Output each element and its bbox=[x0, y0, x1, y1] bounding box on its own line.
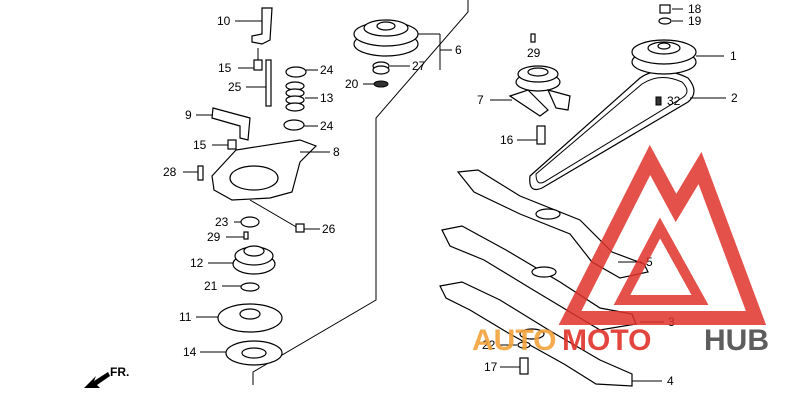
callout-26: 26 bbox=[322, 222, 336, 236]
callout-24-lower: 24 bbox=[320, 119, 334, 133]
callout-32: 32 bbox=[667, 94, 681, 108]
blade-4 bbox=[439, 281, 662, 387]
callout-22: 22 bbox=[482, 338, 496, 352]
lockwasher-14 bbox=[200, 340, 283, 366]
nut-18 bbox=[659, 4, 683, 14]
bracket-10 bbox=[235, 7, 273, 45]
bolt-15-lower bbox=[212, 139, 237, 150]
washer-19 bbox=[658, 17, 683, 25]
callout-17: 17 bbox=[484, 360, 498, 374]
clip-29-left bbox=[226, 231, 249, 240]
front-direction-arrow bbox=[84, 372, 110, 388]
washer-23 bbox=[234, 216, 260, 228]
watermark-text-auto: AUTO bbox=[472, 324, 556, 357]
bolt-16 bbox=[517, 125, 546, 145]
callout-24-upper: 24 bbox=[320, 63, 334, 77]
callout-6: 6 bbox=[455, 43, 462, 57]
watermark-logo bbox=[558, 144, 767, 325]
callout-18: 18 bbox=[688, 2, 702, 16]
bolt-15-upper bbox=[238, 48, 263, 71]
disc-11 bbox=[196, 303, 283, 333]
pin-28 bbox=[183, 165, 204, 181]
callout-2: 2 bbox=[731, 91, 738, 105]
callout-20: 20 bbox=[345, 77, 359, 91]
washer-24-upper bbox=[285, 66, 318, 78]
clip-29-right bbox=[530, 33, 536, 43]
callout-5: 5 bbox=[646, 255, 653, 269]
washer-22 bbox=[500, 341, 531, 349]
group-boundary bbox=[252, 0, 469, 385]
callout-15-upper: 15 bbox=[218, 61, 232, 75]
bolt-26 bbox=[249, 199, 320, 233]
pulley-6 bbox=[353, 19, 452, 70]
key-32 bbox=[655, 96, 662, 106]
callout-14: 14 bbox=[183, 345, 197, 359]
pulley-1 bbox=[631, 39, 724, 75]
spring-27 bbox=[372, 61, 410, 75]
callout-8: 8 bbox=[333, 145, 340, 159]
washer-24-lower bbox=[283, 119, 318, 131]
callout-19: 19 bbox=[688, 14, 702, 28]
callout-15-lower: 15 bbox=[193, 138, 207, 152]
callout-10: 10 bbox=[217, 14, 231, 28]
callout-1: 1 bbox=[730, 49, 737, 63]
callout-16: 16 bbox=[500, 133, 514, 147]
callout-25: 25 bbox=[228, 80, 242, 94]
callout-4: 4 bbox=[667, 374, 674, 388]
pulley-12 bbox=[208, 245, 276, 275]
callout-12: 12 bbox=[190, 256, 204, 270]
watermark-text-moto: MOTO bbox=[562, 324, 651, 357]
rod-25 bbox=[246, 59, 272, 107]
callout-13: 13 bbox=[320, 91, 334, 105]
callout-9: 9 bbox=[185, 108, 192, 122]
watermark-text-hub: HUB bbox=[704, 324, 769, 357]
callout-23: 23 bbox=[215, 215, 229, 229]
bolt-17 bbox=[500, 357, 529, 375]
callout-27: 27 bbox=[412, 59, 426, 73]
callout-29-right: 29 bbox=[527, 46, 541, 60]
direction-label: FR. bbox=[110, 365, 129, 379]
callout-11: 11 bbox=[179, 310, 192, 324]
callout-7: 7 bbox=[477, 93, 484, 107]
arm-8 bbox=[211, 139, 330, 201]
callout-28: 28 bbox=[163, 165, 177, 179]
washer-21 bbox=[222, 282, 260, 292]
spring-13 bbox=[285, 81, 318, 112]
nut-20 bbox=[363, 80, 389, 88]
callout-29-left: 29 bbox=[207, 230, 221, 244]
callout-21: 21 bbox=[204, 279, 218, 293]
pulley-7 bbox=[490, 65, 571, 117]
bracket-9 bbox=[196, 107, 251, 141]
